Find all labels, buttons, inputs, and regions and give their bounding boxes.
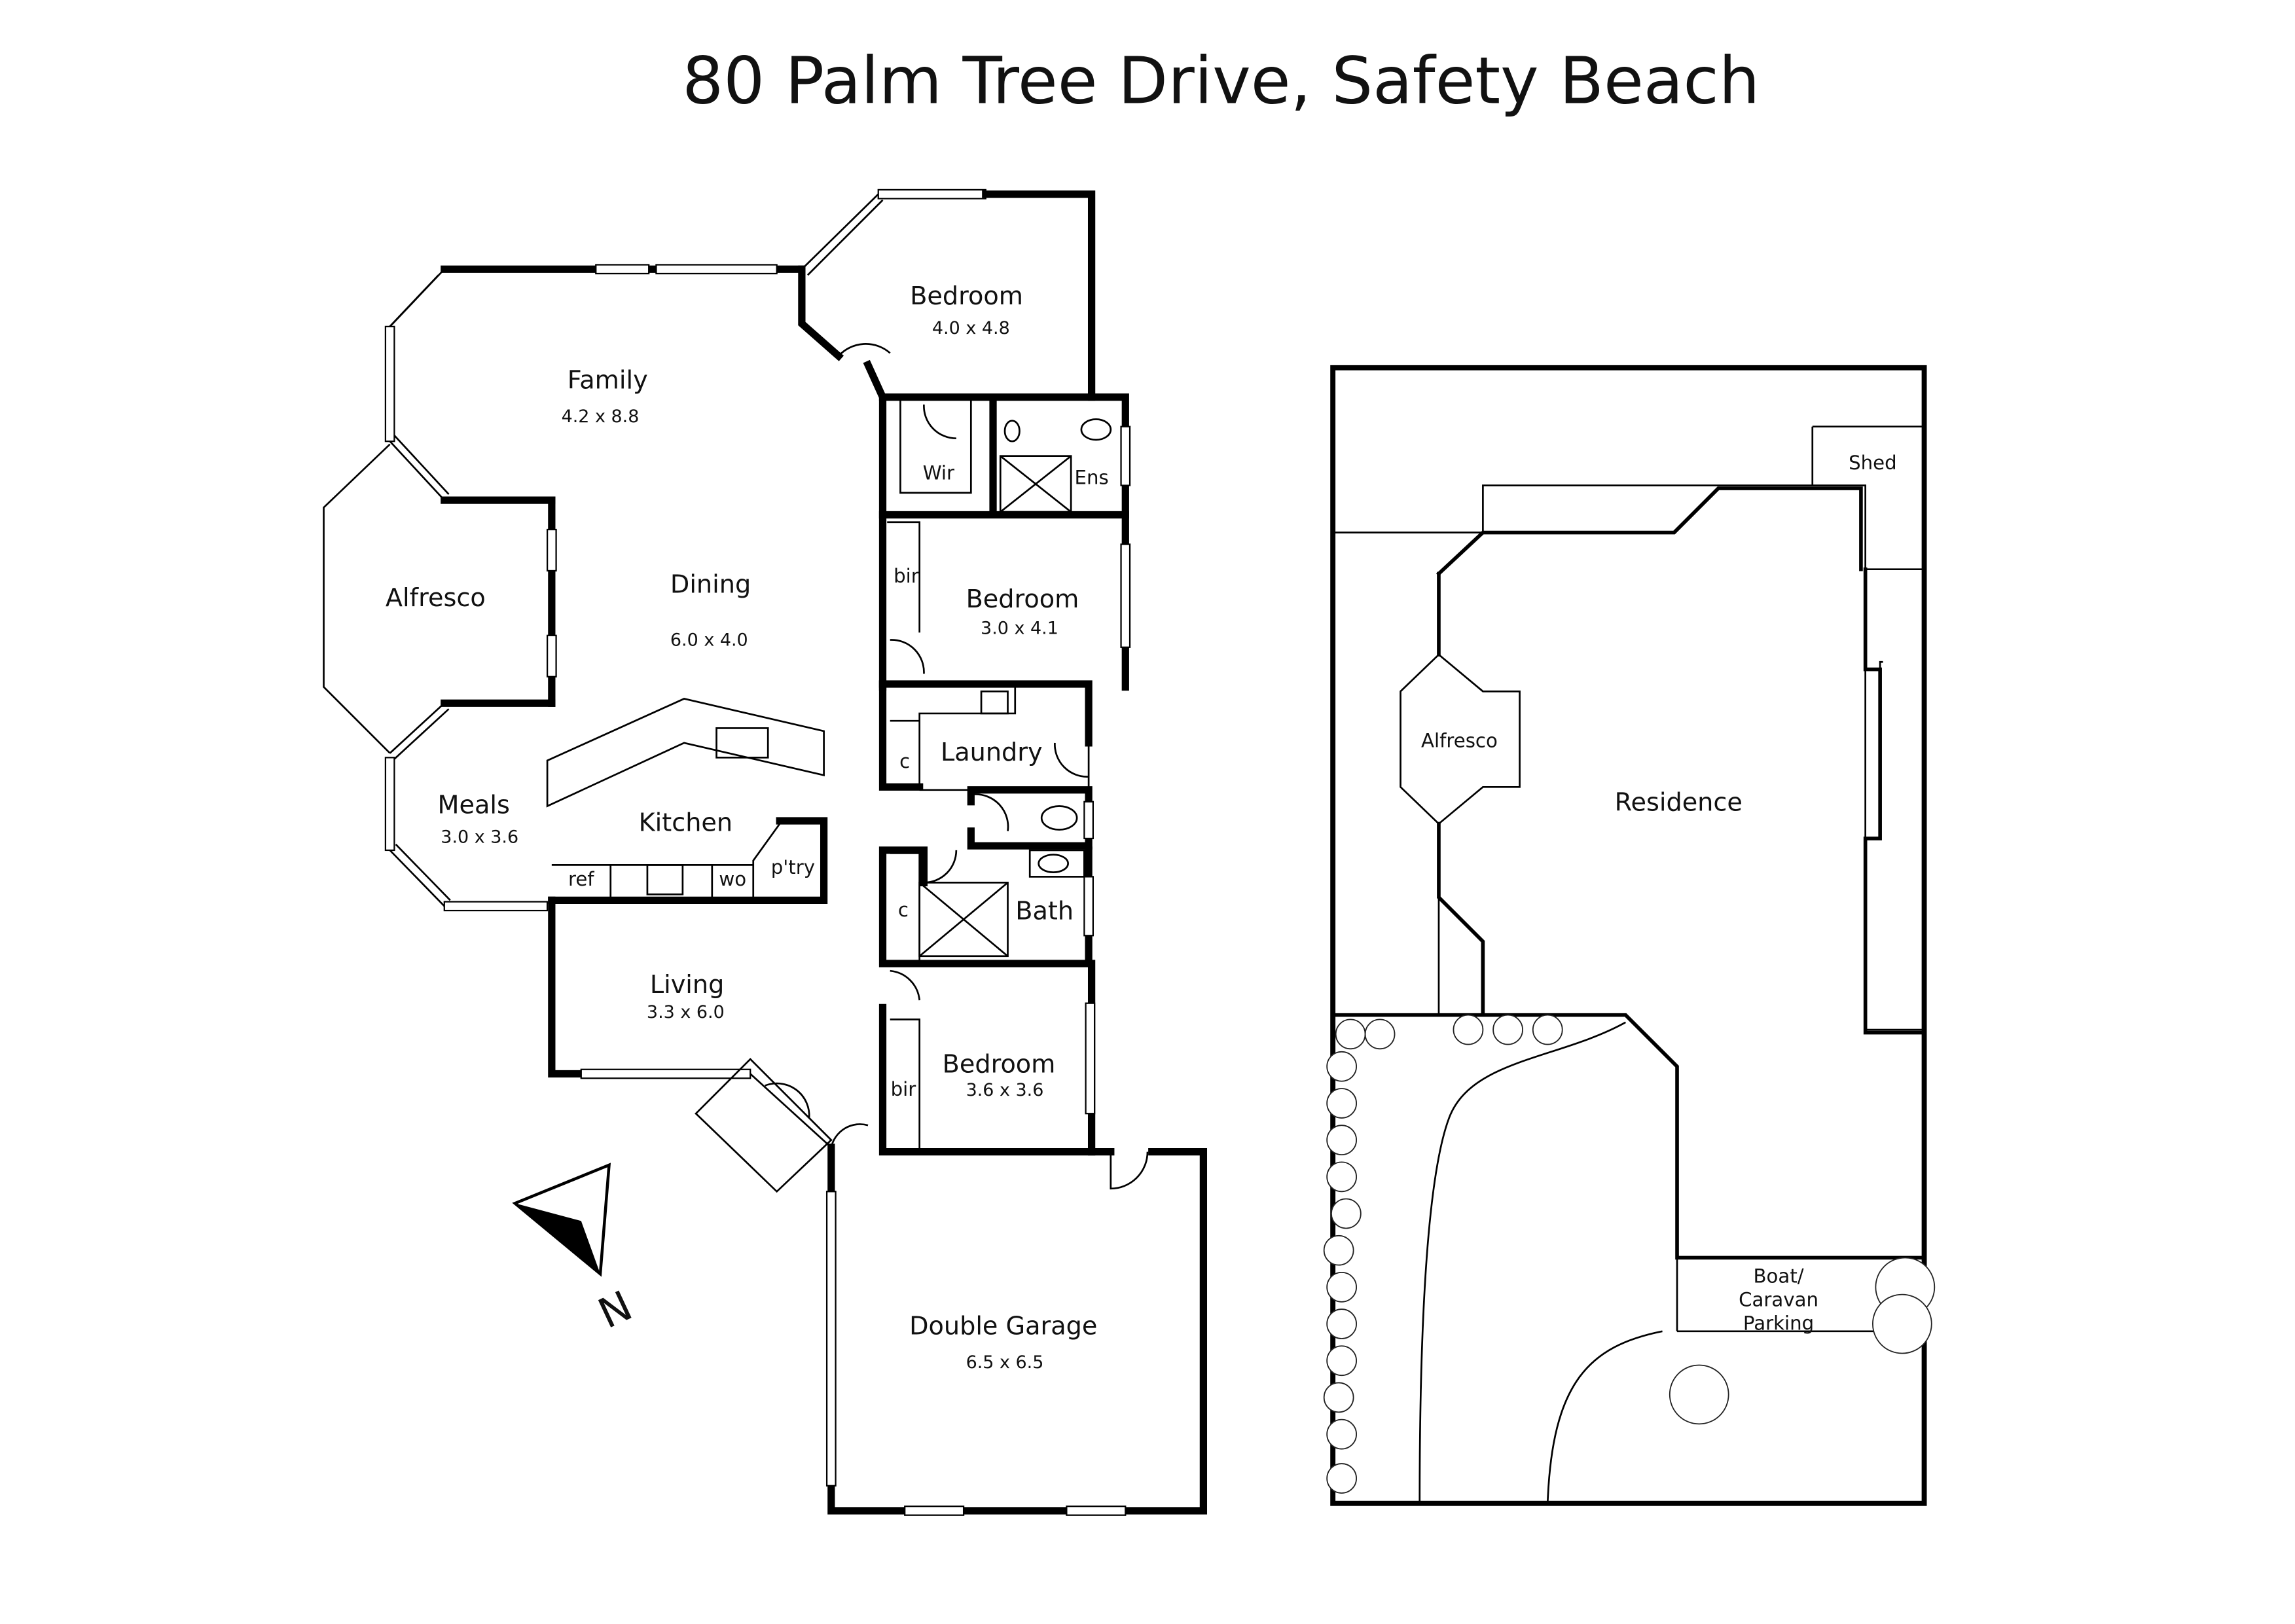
- room-ens: Ens: [1075, 466, 1109, 488]
- room-meals-size: 3.0 x 3.6: [441, 827, 518, 848]
- house-floor-plan: [323, 189, 1208, 1516]
- site-parking-label-2: Caravan: [1739, 1289, 1818, 1311]
- site-alfresco-label: Alfresco: [1421, 730, 1498, 752]
- room-family-size: 4.2 x 8.8: [562, 406, 640, 427]
- site-parking-label-3: Parking: [1743, 1312, 1814, 1335]
- site-plan: Shed Alfresco Residence Boat/ Caravan Pa…: [1323, 365, 1936, 1506]
- tree-icons: [1323, 1014, 1936, 1494]
- north-compass: N: [512, 1163, 640, 1338]
- room-bir-2: bir: [894, 565, 919, 587]
- site-alfresco-outline: [1400, 653, 1521, 825]
- room-bedroom-3: Bedroom: [943, 1050, 1056, 1079]
- room-laundry-cupboard: c: [899, 750, 910, 772]
- room-garage: Double Garage: [909, 1312, 1097, 1341]
- site-parking-label-1: Boat/: [1754, 1265, 1804, 1288]
- room-bedroom-3-size: 3.6 x 3.6: [966, 1080, 1044, 1100]
- site-shed-label: Shed: [1849, 452, 1897, 474]
- room-bedroom-2-size: 3.0 x 4.1: [981, 619, 1058, 639]
- room-garage-size: 6.5 x 6.5: [966, 1352, 1044, 1373]
- room-bedroom-main: Bedroom: [910, 282, 1023, 311]
- room-alfresco: Alfresco: [386, 584, 486, 613]
- room-living: Living: [650, 971, 725, 1000]
- compass-north-label: N: [591, 1282, 640, 1338]
- room-pantry: p'try: [771, 856, 815, 878]
- room-laundry: Laundry: [941, 738, 1043, 767]
- room-wir: Wir: [923, 462, 954, 484]
- room-dining-size: 6.0 x 4.0: [670, 630, 748, 651]
- room-bedroom-2: Bedroom: [966, 585, 1079, 614]
- room-labels: Bedroom 4.0 x 4.8 Family 4.2 x 8.8 Wir E…: [386, 282, 1109, 1373]
- room-living-size: 3.3 x 6.0: [647, 1002, 725, 1022]
- entry-porch: [695, 1058, 833, 1193]
- room-bath-cupboard: c: [898, 899, 909, 921]
- room-ref: ref: [568, 868, 594, 890]
- room-family: Family: [568, 366, 648, 395]
- room-wo: wo: [719, 868, 746, 890]
- room-meals: Meals: [438, 791, 510, 820]
- room-bir-3: bir: [891, 1078, 916, 1100]
- page-title: 80 Palm Tree Drive, Safety Beach: [682, 43, 1760, 118]
- room-dining: Dining: [670, 571, 751, 600]
- alfresco-outline: [323, 443, 391, 754]
- room-bedroom-main-size: 4.0 x 4.8: [932, 318, 1010, 338]
- room-kitchen: Kitchen: [639, 809, 733, 838]
- room-bath: Bath: [1015, 897, 1074, 926]
- site-residence-label: Residence: [1615, 788, 1743, 817]
